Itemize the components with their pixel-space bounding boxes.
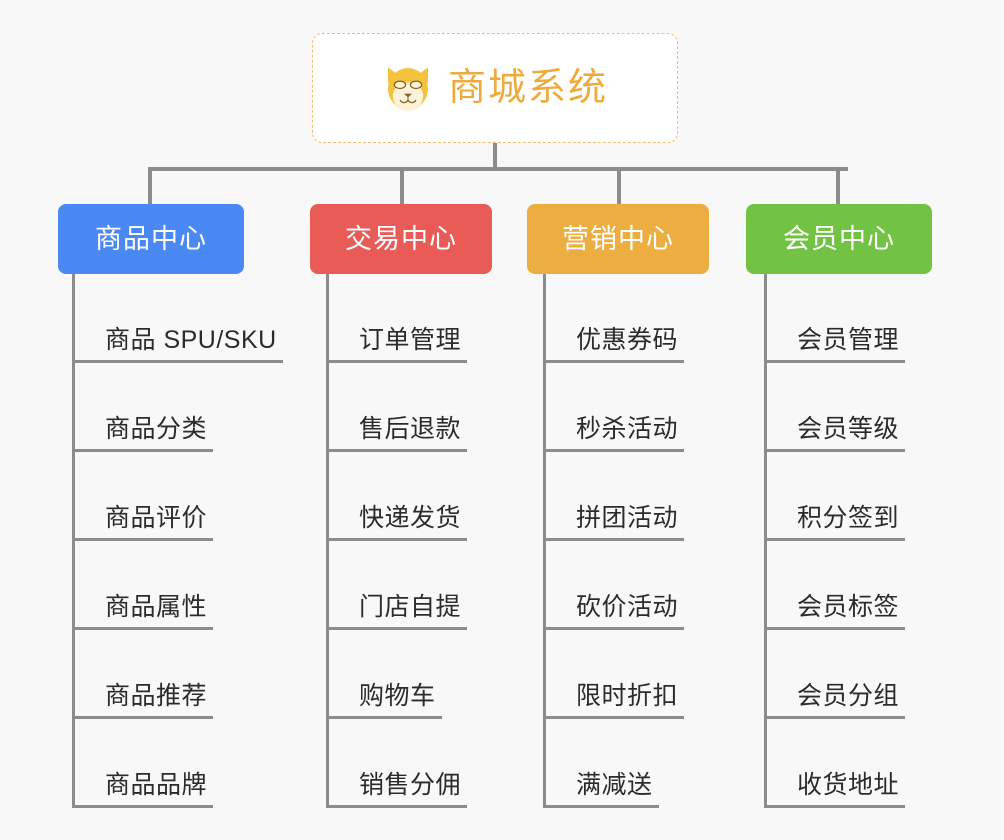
list-item[interactable]: 收货地址 [767, 719, 932, 808]
category-product-center[interactable]: 商品中心 [58, 204, 244, 274]
branch-member-center: 会员中心 会员管理 会员等级 积分签到 会员标签 会员分组 收货地址 [746, 204, 932, 808]
list-item[interactable]: 积分签到 [767, 452, 932, 541]
category-label: 商品中心 [95, 223, 207, 254]
list-item[interactable]: 商品品牌 [75, 719, 244, 808]
list-item[interactable]: 砍价活动 [546, 541, 709, 630]
list-item[interactable]: 快递发货 [329, 452, 492, 541]
list-item[interactable]: 门店自提 [329, 541, 492, 630]
list-item[interactable]: 秒杀活动 [546, 363, 709, 452]
connector-drop-trade-center [400, 167, 404, 204]
connector-root-stem [493, 143, 497, 169]
leaf-label: 商品品牌 [75, 771, 214, 808]
list-item[interactable]: 商品 SPU/SKU [75, 274, 283, 363]
leaf-label: 快递发货 [329, 504, 468, 541]
leaf-label: 购物车 [329, 682, 442, 719]
leaf-label: 订单管理 [329, 326, 468, 363]
shiba-dog-icon [387, 67, 428, 112]
leaf-label: 商品 SPU/SKU [75, 326, 283, 363]
leaf-label: 拼团活动 [546, 504, 685, 541]
list-item[interactable]: 商品推荐 [75, 630, 244, 719]
list-item[interactable]: 会员管理 [767, 274, 932, 363]
connector-drop-product-center [148, 167, 152, 204]
leaf-label: 收货地址 [767, 771, 906, 808]
root-node[interactable]: 商城系统 [312, 33, 678, 143]
list-item[interactable]: 会员分组 [767, 630, 932, 719]
leaf-label: 商品分类 [75, 415, 214, 452]
list-item[interactable]: 拼团活动 [546, 452, 709, 541]
category-label: 营销中心 [562, 223, 674, 254]
list-item[interactable]: 优惠券码 [546, 274, 709, 363]
list-item[interactable]: 商品评价 [75, 452, 244, 541]
leaf-label: 秒杀活动 [546, 415, 685, 452]
list-item[interactable]: 会员标签 [767, 541, 932, 630]
category-label: 会员中心 [783, 223, 895, 254]
list-item[interactable]: 购物车 [329, 630, 492, 719]
connector-horizontal-bus [148, 167, 848, 171]
leaf-label: 限时折扣 [546, 682, 685, 719]
list-item[interactable]: 订单管理 [329, 274, 492, 363]
list-item[interactable]: 会员等级 [767, 363, 932, 452]
leaf-label: 商品属性 [75, 593, 214, 630]
leaf-label: 会员等级 [767, 415, 906, 452]
category-label: 交易中心 [345, 223, 457, 254]
leaf-list-marketing-center: 优惠券码 秒杀活动 拼团活动 砍价活动 限时折扣 满减送 [543, 274, 709, 808]
leaf-label: 商品推荐 [75, 682, 214, 719]
leaf-label: 销售分佣 [329, 771, 468, 808]
list-item[interactable]: 商品属性 [75, 541, 244, 630]
branch-marketing-center: 营销中心 优惠券码 秒杀活动 拼团活动 砍价活动 限时折扣 满减送 [527, 204, 709, 808]
leaf-label: 优惠券码 [546, 326, 685, 363]
category-marketing-center[interactable]: 营销中心 [527, 204, 709, 274]
branch-trade-center: 交易中心 订单管理 售后退款 快递发货 门店自提 购物车 销售分佣 [310, 204, 492, 808]
root-title: 商城系统 [447, 67, 608, 109]
list-item[interactable]: 商品分类 [75, 363, 244, 452]
leaf-label: 会员管理 [767, 326, 906, 363]
leaf-label: 积分签到 [767, 504, 906, 541]
connector-drop-marketing-center [617, 167, 621, 204]
leaf-label: 门店自提 [329, 593, 468, 630]
leaf-list-member-center: 会员管理 会员等级 积分签到 会员标签 会员分组 收货地址 [764, 274, 932, 808]
branch-product-center: 商品中心 商品 SPU/SKU 商品分类 商品评价 商品属性 商品推荐 商品品牌 [58, 204, 283, 808]
leaf-label: 会员标签 [767, 593, 906, 630]
leaf-list-trade-center: 订单管理 售后退款 快递发货 门店自提 购物车 销售分佣 [326, 274, 492, 808]
leaf-label: 会员分组 [767, 682, 906, 719]
category-trade-center[interactable]: 交易中心 [310, 204, 492, 274]
list-item[interactable]: 满减送 [546, 719, 709, 808]
list-item[interactable]: 售后退款 [329, 363, 492, 452]
leaf-label: 满减送 [546, 771, 659, 808]
leaf-label: 商品评价 [75, 504, 214, 541]
leaf-list-product-center: 商品 SPU/SKU 商品分类 商品评价 商品属性 商品推荐 商品品牌 [72, 274, 283, 808]
leaf-label: 售后退款 [329, 415, 468, 452]
leaf-label: 砍价活动 [546, 593, 685, 630]
list-item[interactable]: 销售分佣 [329, 719, 492, 808]
list-item[interactable]: 限时折扣 [546, 630, 709, 719]
connector-drop-member-center [836, 167, 840, 204]
category-member-center[interactable]: 会员中心 [746, 204, 932, 274]
